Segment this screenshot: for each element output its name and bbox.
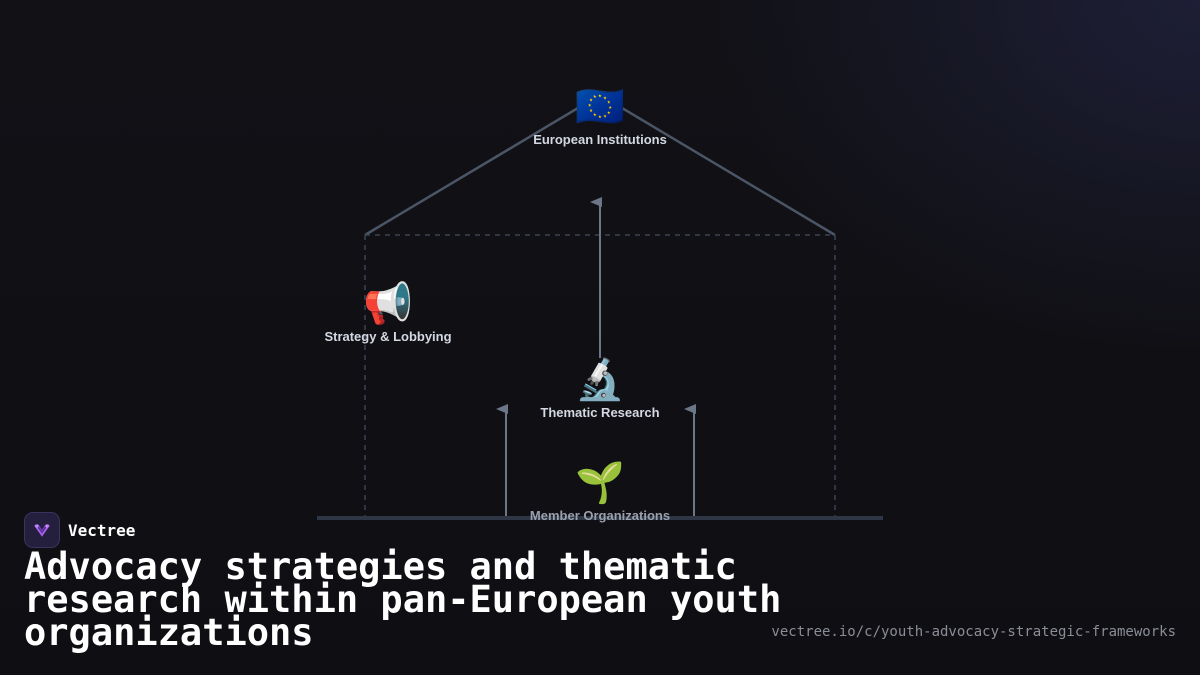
megaphone-icon: 📢 [363, 281, 413, 327]
brand: Vectree [24, 512, 135, 548]
node-member-organizations: 🌱 Member Organizations [490, 460, 710, 523]
seedling-icon: 🌱 [575, 460, 625, 506]
eu-flag-icon: 🇪🇺 [575, 84, 625, 130]
roof-line-right [621, 106, 836, 237]
roof-line-left [364, 106, 579, 237]
node-label: Thematic Research [540, 405, 660, 420]
brand-name: Vectree [68, 520, 136, 540]
microscope-icon: 🔬 [575, 357, 625, 403]
node-label: European Institutions [533, 132, 667, 147]
node-label: Member Organizations [529, 508, 671, 523]
node-thematic-research: 🔬 Thematic Research [490, 357, 710, 420]
source-url: vectree.io/c/youth-advocacy-strategic-fr… [771, 624, 1176, 640]
node-european-institutions: 🇪🇺 European Institutions [490, 84, 710, 147]
node-strategy-lobbying: 📢 Strategy & Lobbying [278, 281, 498, 344]
page-title: Advocacy strategies and thematic researc… [24, 545, 782, 654]
node-label: Strategy & Lobbying [324, 329, 452, 344]
vectree-logo-icon [24, 512, 60, 548]
